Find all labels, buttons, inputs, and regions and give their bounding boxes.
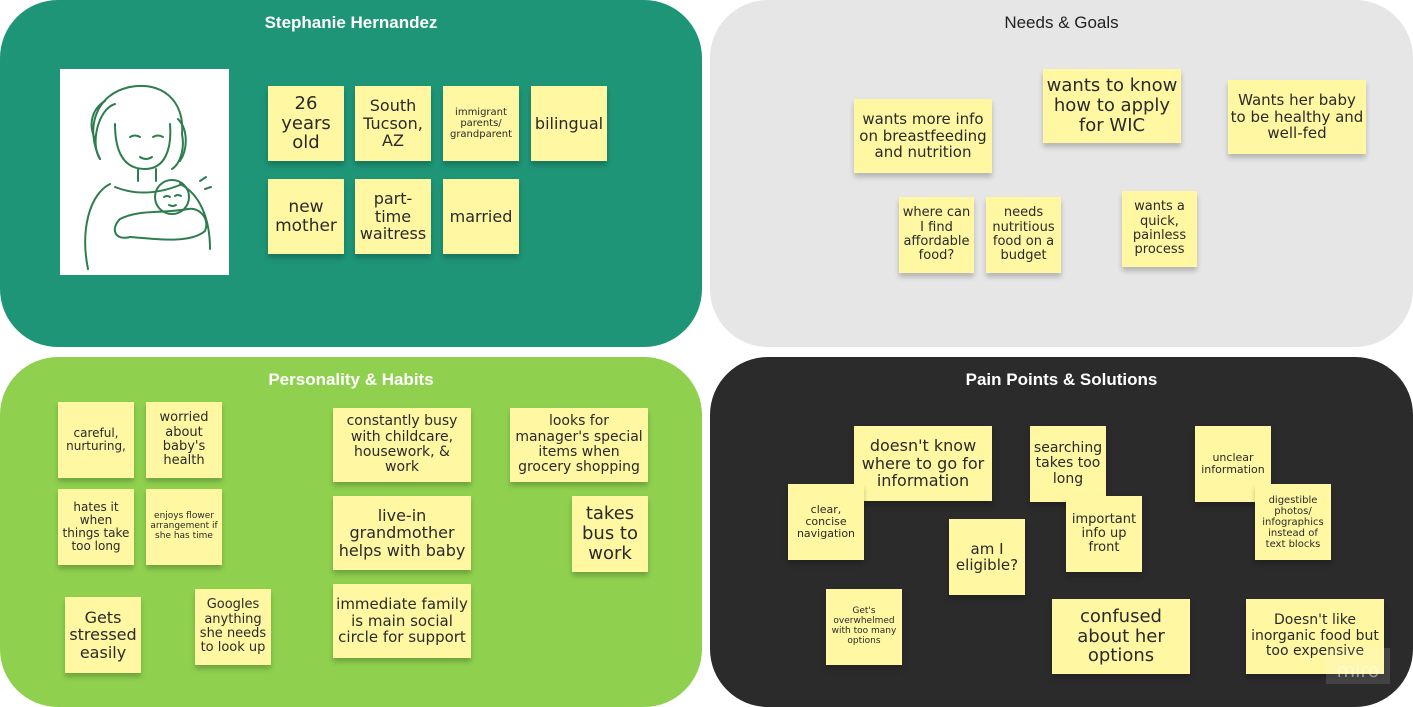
- panel-title: Needs & Goals: [1004, 13, 1119, 32]
- sticky-note[interactable]: new mother: [268, 179, 344, 254]
- sticky-note[interactable]: married: [443, 179, 519, 254]
- needs-goals-panel: Needs & Goals wants more info on breastf…: [710, 0, 1413, 347]
- sticky-note[interactable]: Wants her baby to be healthy and well-fe…: [1228, 80, 1366, 154]
- sticky-note[interactable]: worried about baby's health: [146, 402, 222, 478]
- sticky-note[interactable]: live-in grandmother helps with baby: [333, 496, 471, 570]
- sticky-note[interactable]: constantly busy with childcare, housewor…: [333, 408, 471, 482]
- sticky-note[interactable]: Get's overwhelmed with too many options: [826, 589, 902, 665]
- sticky-note[interactable]: wants to know how to apply for WIC: [1043, 69, 1181, 143]
- pain-points-panel: Pain Points & Solutions doesn't know whe…: [710, 357, 1413, 707]
- miro-logo: miro: [1326, 648, 1390, 684]
- sticky-note[interactable]: looks for manager's special items when g…: [510, 408, 648, 482]
- sticky-note[interactable]: confused about her options: [1052, 599, 1190, 674]
- sticky-note[interactable]: am I eligible?: [949, 519, 1025, 595]
- sticky-note[interactable]: 26 years old: [268, 86, 344, 161]
- sticky-note[interactable]: clear, concise navigation: [788, 484, 864, 560]
- panel-title: Personality & Habits: [268, 370, 434, 389]
- sticky-note[interactable]: South Tucson, AZ: [355, 86, 431, 161]
- persona-illustration[interactable]: [60, 69, 229, 275]
- sticky-note[interactable]: Googles anything she needs to look up: [195, 589, 271, 665]
- sticky-note[interactable]: careful, nurturing,: [58, 402, 134, 478]
- sticky-note[interactable]: where can I find affordable food?: [899, 197, 974, 273]
- sticky-note[interactable]: searching takes too long: [1030, 426, 1106, 502]
- sticky-note[interactable]: Gets stressed easily: [65, 597, 141, 673]
- sticky-note[interactable]: enjoys flower arrangement if she has tim…: [146, 489, 222, 565]
- sticky-note[interactable]: wants a quick, painless process: [1122, 191, 1197, 267]
- panel-title: Stephanie Hernandez: [264, 13, 438, 32]
- sticky-note[interactable]: bilingual: [531, 86, 607, 161]
- personality-habits-panel: Personality & Habits careful, nurturing,…: [0, 357, 702, 707]
- sticky-note[interactable]: wants more info on breastfeeding and nut…: [854, 99, 992, 173]
- sticky-note[interactable]: immediate family is main social circle f…: [333, 584, 471, 658]
- mother-baby-icon: [84, 84, 212, 270]
- sticky-note[interactable]: hates it when things take too long: [58, 489, 134, 565]
- profile-panel: Stephanie Hernandez: [0, 0, 702, 347]
- sticky-note[interactable]: takes bus to work: [572, 496, 648, 572]
- panel-title: Pain Points & Solutions: [965, 370, 1158, 389]
- sticky-note[interactable]: important info up front: [1066, 496, 1142, 572]
- sticky-note[interactable]: digestible photos/ infographics instead …: [1255, 484, 1331, 560]
- sticky-note[interactable]: part-time waitress: [355, 179, 431, 254]
- sticky-note[interactable]: needs nutritious food on a budget: [986, 197, 1061, 273]
- sticky-note[interactable]: Doesn't like inorganic food but too expe…: [1246, 599, 1384, 674]
- sticky-note[interactable]: doesn't know where to go for information: [854, 426, 992, 501]
- sticky-note[interactable]: immigrant parents/ grandparent: [443, 86, 519, 161]
